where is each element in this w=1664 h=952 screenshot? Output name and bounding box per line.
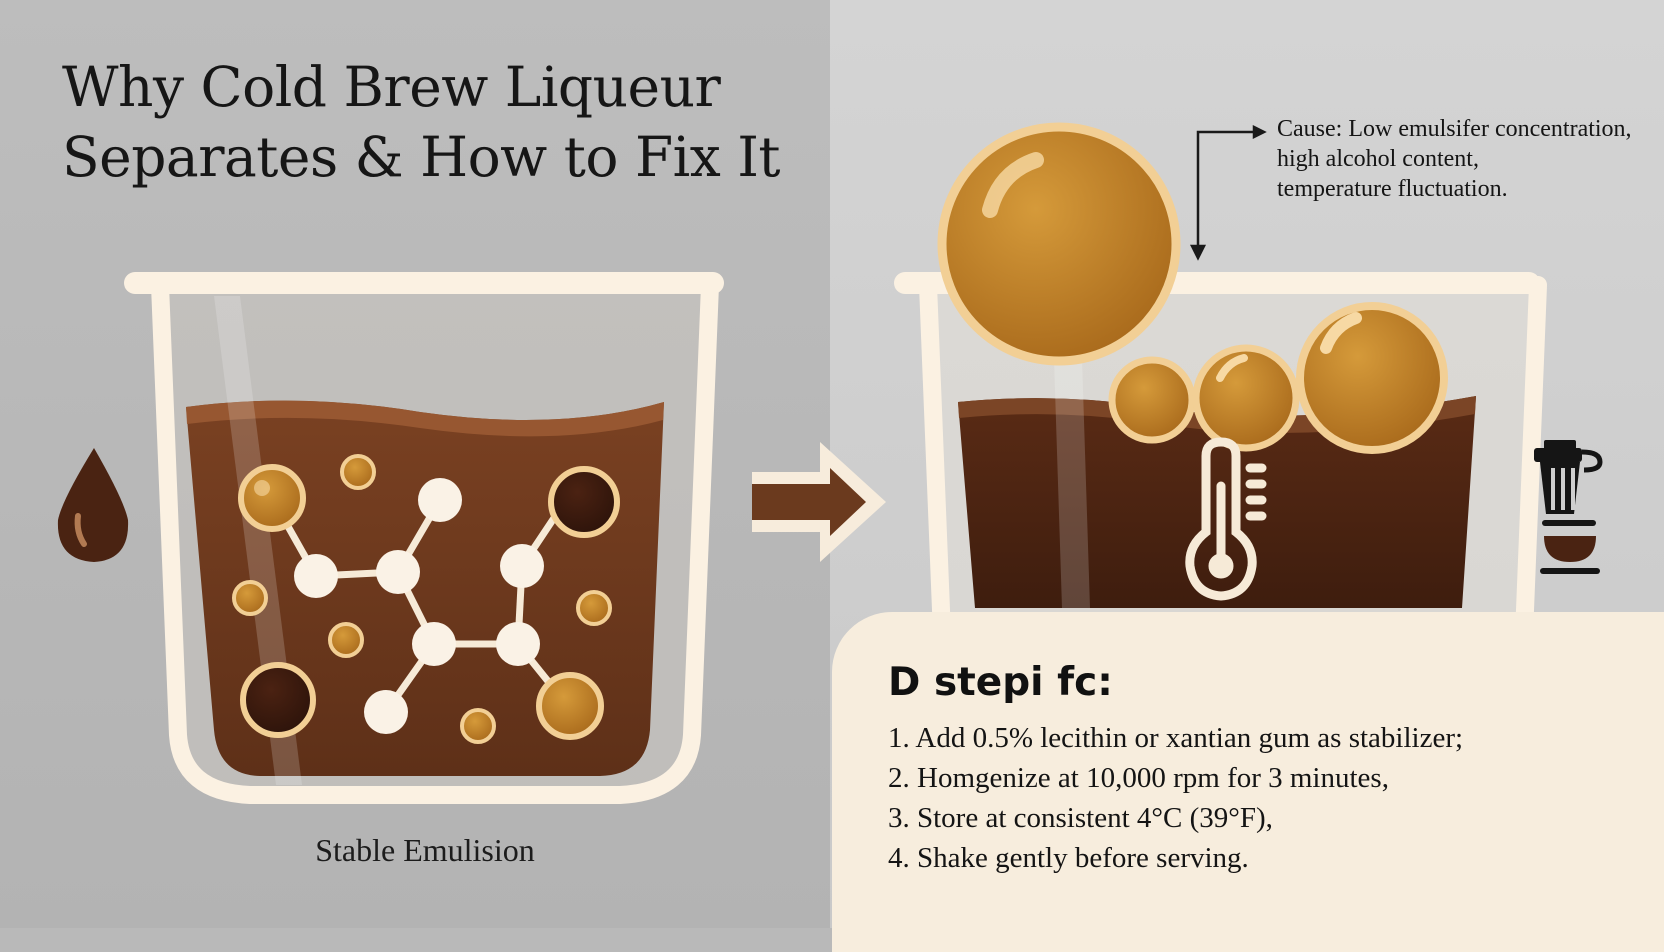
- right-arrow-icon: [752, 442, 886, 562]
- cause-pointer: [1189, 124, 1267, 261]
- fix-step: 4. Shake gently before serving.: [888, 842, 1249, 874]
- fix-step: 3. Store at consistent 4°C (39°F),: [888, 802, 1273, 834]
- fix-steps-card: [832, 612, 1664, 952]
- coffee-maker-icon: [1534, 440, 1603, 574]
- fix-step: 1. Add 0.5% lecithin or xantian gum as s…: [888, 722, 1464, 754]
- stable-emulsion-caption: Stable Emulision: [315, 832, 535, 868]
- diagram-canvas: [57, 122, 1603, 804]
- page-title: Why Cold Brew Liqueur Separates & How to…: [62, 52, 782, 192]
- emulsion-droplets: [232, 454, 620, 744]
- cause-annotation: Cause: Low emulsifer concentration, high…: [1277, 114, 1657, 204]
- cause-line-3: temperature fluctuation.: [1277, 176, 1508, 202]
- title-line-1: Why Cold Brew Liqueur: [62, 55, 721, 119]
- fix-heading: D stepi fc:: [888, 660, 1113, 705]
- fix-step: 2. Homgenize at 10,000 rpm for 3 minutes…: [888, 762, 1389, 794]
- title-line-2: Separates & How to Fix It: [62, 125, 781, 189]
- stable-emulsion-cup: [124, 272, 724, 804]
- thermometer-icon: [1185, 437, 1267, 601]
- cause-line-2: high alcohol content,: [1277, 146, 1479, 172]
- fix-steps-list: 1. Add 0.5% lecithin or xantian gum as s…: [888, 718, 1463, 878]
- separated-oil-droplets: [937, 122, 1448, 454]
- coffee-drop-icon: [57, 448, 129, 562]
- cause-line-1: Cause: Low emulsifer concentration,: [1277, 116, 1632, 142]
